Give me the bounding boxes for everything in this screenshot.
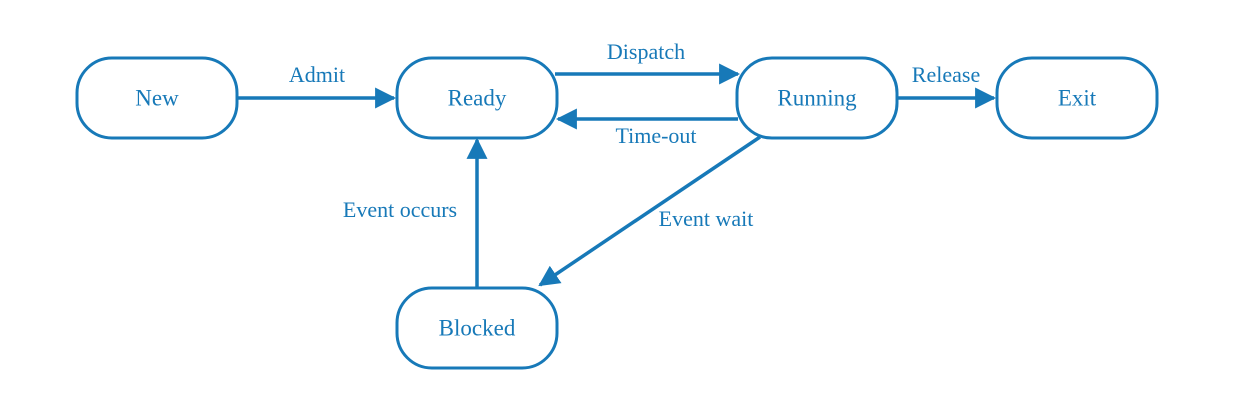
label-timeout: Time-out (615, 123, 696, 148)
label-dispatch: Dispatch (607, 39, 685, 64)
state-exit: Exit (995, 56, 1159, 140)
state-running: Running (735, 56, 899, 140)
state-new-label: New (135, 86, 179, 111)
state-ready-label: Ready (448, 86, 507, 111)
state-blocked-label: Blocked (439, 316, 516, 341)
state-new: New (75, 56, 239, 140)
state-running-label: Running (777, 86, 857, 111)
label-admit: Admit (289, 62, 345, 87)
state-blocked: Blocked (395, 286, 559, 370)
state-ready: Ready (395, 56, 559, 140)
label-release: Release (912, 62, 980, 87)
label-event-occurs: Event occurs (343, 197, 457, 222)
label-event-wait: Event wait (659, 206, 754, 231)
state-exit-label: Exit (1058, 86, 1097, 111)
edge-event-wait (538, 135, 761, 287)
